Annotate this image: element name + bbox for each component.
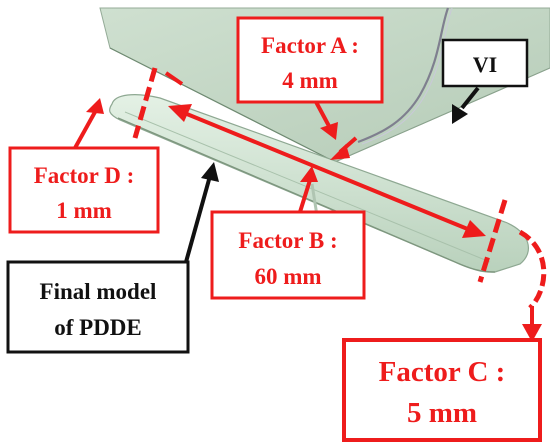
final-model-pointer-head — [201, 162, 219, 182]
panel-boundary-dash — [164, 71, 184, 86]
factor-c-curve — [518, 229, 547, 310]
factor-b-pointer — [298, 179, 312, 213]
factor-a-thickness-head — [330, 144, 350, 160]
final-model-line2: of PDDE — [54, 315, 142, 340]
factor-d-box — [8, 146, 160, 234]
pdde-part-underside — [117, 117, 496, 273]
factor-c-box — [342, 338, 542, 442]
factor-c-arrowhead — [522, 324, 542, 342]
factor-d-value: 1 mm — [56, 198, 112, 223]
factor-d-cut-line — [132, 67, 158, 139]
factor-b-arrowhead-left — [168, 104, 192, 122]
factor-c-value: 5 mm — [407, 397, 477, 429]
factor-b-value: 60 mm — [254, 264, 321, 289]
final-model-line1: Final model — [40, 279, 157, 304]
panel-edge-line — [109, 47, 336, 163]
factor-d-pointer — [73, 111, 97, 149]
factor-a-title: Factor A : — [261, 33, 359, 58]
cable-curve — [357, 7, 450, 144]
vi-pointer — [460, 86, 480, 110]
factor-a-box — [236, 16, 384, 104]
factor-a-value: 4 mm — [282, 68, 338, 93]
factor-b-arrowhead-right — [462, 220, 486, 238]
final-model-pointer — [184, 175, 212, 263]
factor-b-pointer-head — [300, 166, 318, 182]
factor-c-title: Factor C : — [379, 356, 506, 388]
factor-b-length-line — [181, 110, 471, 232]
factor-b-title: Factor B : — [238, 228, 337, 253]
factor-d-title: Factor D : — [34, 163, 134, 188]
factor-c-cut-line — [477, 199, 508, 283]
factor-b-box — [210, 210, 366, 300]
factor-a-pointer — [313, 99, 332, 129]
final-model-box — [6, 260, 190, 354]
vi-label-box — [441, 38, 529, 88]
vi-label-text: VI — [473, 52, 497, 77]
factor-a-pointer-head — [320, 122, 338, 140]
cable-curve-highlight — [361, 7, 453, 145]
vi-pointer-head — [452, 104, 468, 124]
factor-d-pointer-head — [86, 98, 104, 114]
